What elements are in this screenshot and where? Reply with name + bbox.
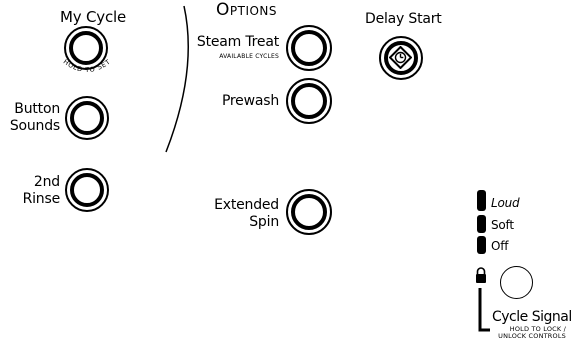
options-title: Options (216, 0, 278, 20)
second-rinse-label: 2nd Rinse (22, 174, 61, 207)
extended-spin-label: Extended Spin (214, 197, 279, 230)
loud-indicator (477, 190, 486, 211)
cycle-signal-label: Cycle Signal (492, 309, 572, 325)
soft-indicator (477, 215, 486, 233)
lock-bracket (478, 288, 490, 332)
delay-start-label: Delay Start (365, 11, 442, 27)
off-label: Off (491, 239, 509, 253)
cycle-signal-button[interactable] (500, 266, 533, 299)
button-sounds-button[interactable] (65, 96, 109, 140)
prewash-button[interactable] (286, 78, 332, 124)
second-rinse-button[interactable] (65, 168, 109, 212)
steam-treat-sub: AVAILABLE CYCLES (219, 53, 279, 60)
svg-text:HOLD TO SET: HOLD TO SET (62, 58, 113, 74)
steam-treat-button[interactable] (286, 25, 332, 71)
loud-label: Loud (491, 196, 520, 210)
extended-spin-button[interactable] (286, 189, 332, 235)
my-cycle-hint: HOLD TO SET (62, 58, 113, 74)
my-cycle-label: My Cycle (60, 8, 126, 26)
prewash-label: Prewash (221, 93, 279, 109)
steam-treat-label: Steam Treat (196, 34, 279, 50)
soft-label: Soft (491, 218, 514, 232)
off-indicator (477, 236, 486, 254)
my-cycle-button[interactable] (64, 26, 108, 70)
button-sounds-label: Button Sounds (9, 101, 60, 134)
lock-icon (476, 267, 486, 283)
clock-diamond-icon (389, 46, 412, 69)
options-bracket (165, 5, 190, 153)
delay-start-button[interactable] (379, 36, 423, 80)
lock-hint: HOLD TO LOCK / UNLOCK CONTROLS (498, 325, 566, 340)
